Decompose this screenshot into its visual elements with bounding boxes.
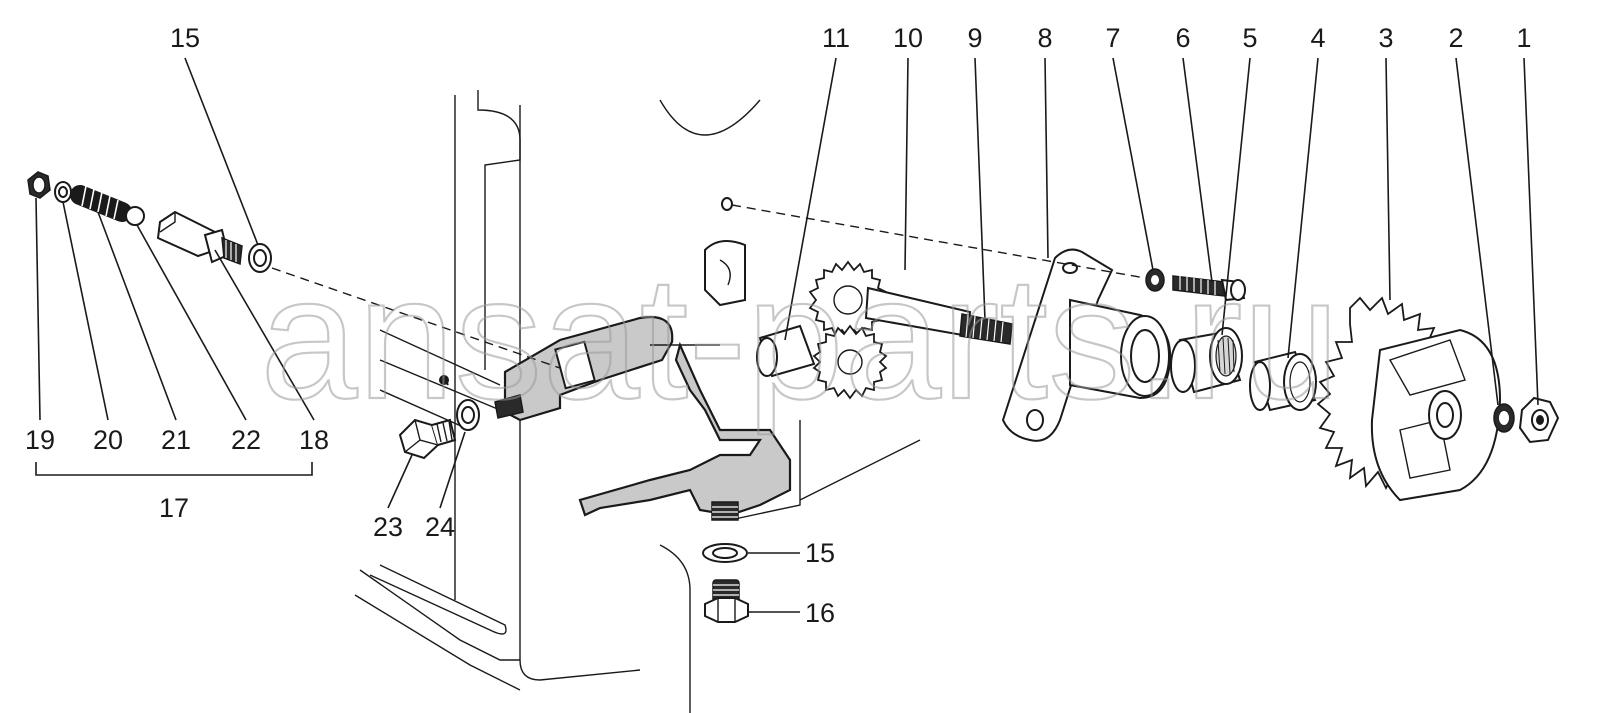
- relief-valve-assembly: [27, 171, 272, 273]
- part-24-washer: [456, 399, 480, 431]
- leader-lines: [35, 57, 1539, 613]
- part-1-nut: [1518, 396, 1560, 444]
- label-6: 6: [1175, 23, 1190, 53]
- label-16: 16: [805, 598, 835, 628]
- drain-assembly: [702, 501, 749, 623]
- label-1: 1: [1516, 23, 1531, 53]
- part-22-ball: [125, 206, 145, 226]
- watermark: ansat-parts.ru: [260, 241, 1340, 436]
- pump-body-cutaway: [503, 240, 792, 517]
- label-5: 5: [1242, 23, 1257, 53]
- part-7-lock-washer: [1145, 268, 1165, 292]
- part-20-washer: [54, 181, 72, 203]
- part-4-bushing: [1249, 350, 1317, 412]
- label-15-top: 15: [170, 23, 200, 53]
- label-3: 3: [1378, 23, 1393, 53]
- engine-housing: [354, 90, 921, 713]
- label-4: 4: [1310, 23, 1325, 53]
- part-18-valve-housing: [156, 210, 243, 266]
- label-19: 19: [25, 425, 55, 455]
- label-21: 21: [161, 425, 191, 455]
- label-22: 22: [231, 425, 261, 455]
- label-10: 10: [893, 23, 923, 53]
- label-23: 23: [373, 512, 403, 542]
- label-20: 20: [93, 425, 123, 455]
- label-9: 9: [967, 23, 982, 53]
- part-15-washer-bottom: [702, 543, 748, 563]
- part-5-needle-bearing: [1170, 327, 1243, 394]
- label-18: 18: [299, 425, 329, 455]
- label-17: 17: [159, 493, 189, 523]
- label-2: 2: [1448, 23, 1463, 53]
- label-11: 11: [822, 23, 850, 53]
- label-7: 7: [1105, 23, 1120, 53]
- part-23-plug-bolt: [398, 418, 457, 460]
- plug-bolt-assembly: [398, 374, 524, 460]
- part-10-gear-shaft: [808, 260, 1013, 400]
- part-8-flange-cover: [1001, 248, 1172, 442]
- assembly-guide-lines: [271, 204, 1146, 369]
- label-15-bottom: 15: [805, 538, 835, 568]
- part-15-washer-top: [248, 243, 272, 273]
- part-21-spring: [70, 185, 132, 222]
- part-2-washer: [1493, 403, 1515, 433]
- part-3-drive-gear: [1316, 296, 1502, 502]
- callout-labels: 1 2 3 4 5 6 7 8 9 10 11 15 15 16 17 18 1…: [25, 23, 1532, 628]
- label-24: 24: [425, 512, 455, 542]
- label-8: 8: [1037, 23, 1052, 53]
- part-16-drain-plug: [704, 579, 749, 623]
- part-19-nut: [27, 171, 51, 199]
